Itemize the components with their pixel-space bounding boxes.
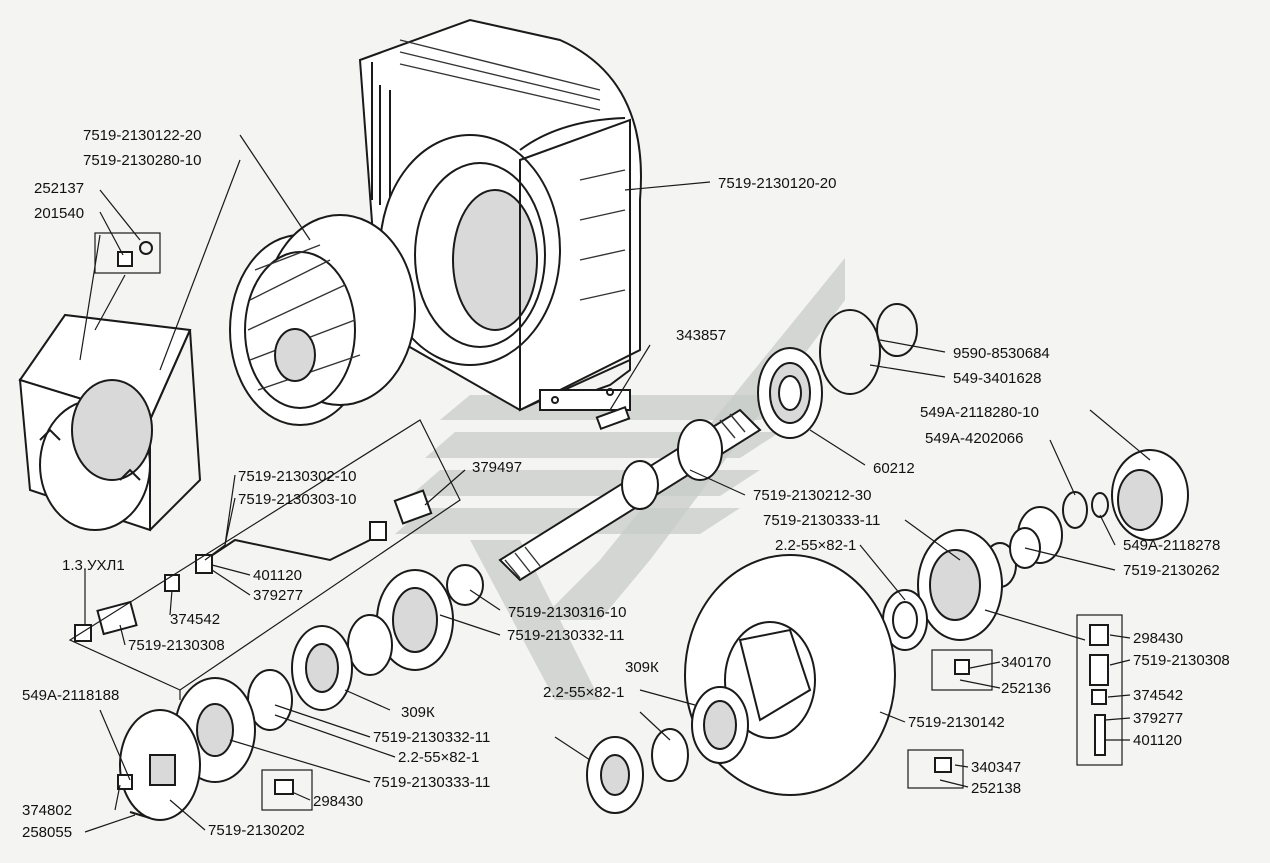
label-9590-8530684: 9590-8530684	[953, 345, 1050, 362]
label-340347: 340347	[971, 759, 1021, 776]
left-bearing-stack	[119, 564, 484, 821]
label-7519-2130333-11-right: 7519-2130333-11	[763, 512, 880, 529]
label-7519-2130308-right: 7519-2130308	[1133, 652, 1230, 669]
label-7519-2130308-left: 7519-2130308	[128, 637, 225, 654]
label-7519-2130120-20: 7519-2130120-20	[718, 175, 836, 192]
frame-boxes	[68, 419, 1123, 811]
label-7519-2130280-10: 7519-2130280-10	[83, 152, 201, 169]
bearing-cover-right	[917, 529, 1003, 641]
ring-seals	[819, 303, 918, 395]
label-7519-2130303-10: 7519-2130303-10	[238, 491, 356, 508]
label-60212: 60212	[873, 460, 915, 477]
label-549a-4202066: 549А-4202066	[925, 430, 1023, 447]
label-7519-2130122-20: 7519-2130122-20	[83, 127, 201, 144]
label-258055: 258055	[22, 824, 72, 841]
label-seal-2-2-55x82-1-right: 2.2-55×82-1	[775, 537, 856, 554]
label-7519-2130142: 7519-2130142	[908, 714, 1005, 731]
label-309k-left: 309К	[401, 704, 435, 721]
label-7519-2130333-11-left: 7519-2130333-11	[373, 774, 490, 791]
label-seal-2-2-55x82-1-left: 2.2-55×82-1	[398, 749, 479, 766]
bearing-309k-mid	[586, 686, 749, 814]
label-7519-2130332-11-lower: 7519-2130332-11	[373, 729, 490, 746]
label-374542-left: 374542	[170, 611, 220, 628]
label-549-3401628: 549-3401628	[953, 370, 1041, 387]
label-7519-2130202: 7519-2130202	[208, 822, 305, 839]
label-401120-right: 401120	[1133, 732, 1182, 749]
key-343857	[595, 405, 631, 431]
label-7519-2130262: 7519-2130262	[1123, 562, 1220, 579]
label-201540: 201540	[34, 205, 84, 222]
label-379497: 379497	[472, 459, 522, 476]
label-379277-right: 379277	[1133, 710, 1183, 727]
leader-lines	[79, 134, 1151, 833]
label-309k-mid: 309К	[625, 659, 659, 676]
label-549a-2118278: 549А-2118278	[1123, 537, 1220, 554]
coupling-right	[983, 449, 1189, 588]
callout-labels: 7519-2130122-20 7519-2130280-10 252137 2…	[22, 127, 1230, 841]
bearing-60212	[757, 347, 823, 439]
label-seal-2-2-55x82-1-mid: 2.2-55×82-1	[543, 684, 624, 701]
oil-tube	[74, 489, 433, 819]
label-298430-right: 298430	[1133, 630, 1183, 647]
bolt-washer-top	[94, 232, 161, 274]
label-401120-left: 401120	[253, 567, 302, 584]
label-7519-2130332-11-upper: 7519-2130332-11	[507, 627, 624, 644]
label-252136: 252136	[1001, 680, 1051, 697]
label-374802: 374802	[22, 802, 72, 819]
label-343857: 343857	[676, 327, 726, 344]
fan-housing	[358, 18, 642, 412]
label-7519-2130316-10: 7519-2130316-10	[508, 604, 626, 621]
inlet-cover	[18, 313, 202, 532]
label-340170: 340170	[1001, 654, 1051, 671]
label-7519-2130302-10: 7519-2130302-10	[238, 468, 356, 485]
main-shaft	[498, 408, 762, 582]
label-298430-left: 298430	[313, 793, 363, 810]
label-252138: 252138	[971, 780, 1021, 797]
label-1-3-uhl1: 1.3.УХЛ1	[62, 557, 125, 574]
label-7519-2130212-30: 7519-2130212-30	[753, 487, 871, 504]
label-549a-2118280-10: 549А-2118280-10	[920, 404, 1039, 421]
label-549a-2118188: 549А-2118188	[22, 687, 119, 704]
label-379277-left: 379277	[253, 587, 303, 604]
impeller-wheel	[229, 214, 416, 426]
label-252137: 252137	[34, 180, 84, 197]
label-374542-right: 374542	[1133, 687, 1183, 704]
